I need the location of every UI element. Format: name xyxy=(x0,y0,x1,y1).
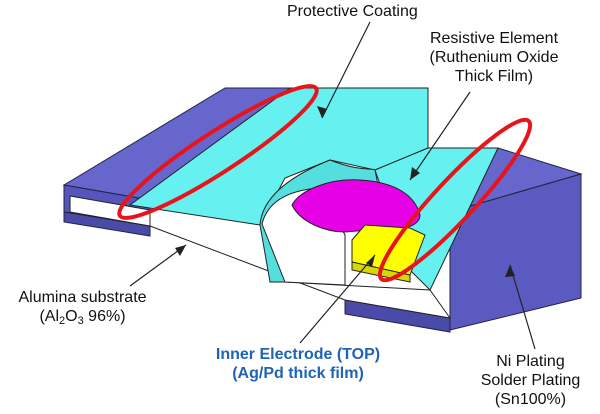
highlight-ellipse-right xyxy=(377,117,533,283)
right-plating-front xyxy=(449,173,582,331)
alumina-line2-mid: O xyxy=(65,308,78,325)
callout-line-resistive xyxy=(409,91,471,181)
callout-line-coating xyxy=(321,21,371,119)
resistive-element-line1: Resistive Element xyxy=(429,30,559,47)
arrow-alumina xyxy=(175,245,186,256)
plating-line3: (Sn100%) xyxy=(494,391,567,408)
resistive-element-line2: (Ruthenium Oxide xyxy=(429,49,559,66)
highlight-ellipse-left xyxy=(117,84,319,220)
plating-line1: Ni Plating xyxy=(496,353,565,370)
protective-coating-label: Protective Coating xyxy=(287,3,418,20)
callout-line-plating xyxy=(509,264,536,350)
arrow-resistive xyxy=(410,167,420,180)
plating-line2: Solder Plating xyxy=(480,372,581,389)
alumina-line2-prefix: (Al xyxy=(39,308,60,325)
alumina-line2-suffix: 96%) xyxy=(83,308,126,325)
alumina-line1: Alumina substrate xyxy=(18,289,147,306)
arrow-coating xyxy=(317,106,327,118)
resistive-element-line3: Thick Film) xyxy=(454,68,534,85)
arrow-electrode xyxy=(366,255,375,267)
alumina-line2: (Al2O3 96%) xyxy=(0,307,165,327)
resistive-element-label: Resistive Element (Ruthenium Oxide Thick… xyxy=(399,29,589,86)
arrow-plating xyxy=(505,265,515,277)
inner-electrode-label: Inner Electrode (TOP) (Ag/Pd thick film) xyxy=(192,345,404,383)
alumina-substrate-label: Alumina substrate (Al2O3 96%) xyxy=(0,288,165,327)
callout-line-electrode xyxy=(299,254,376,344)
resistive-element xyxy=(291,179,421,233)
callout-line-alumina xyxy=(129,244,187,287)
plating-label: Ni Plating Solder Plating (Sn100%) xyxy=(463,352,598,409)
inner-electrode-line2: (Ag/Pd thick film) xyxy=(232,365,364,382)
alumina-sub-3: 3 xyxy=(77,315,84,327)
alumina-sub-2: 2 xyxy=(59,315,66,327)
inner-electrode-line1: Inner Electrode (TOP) xyxy=(215,346,381,363)
